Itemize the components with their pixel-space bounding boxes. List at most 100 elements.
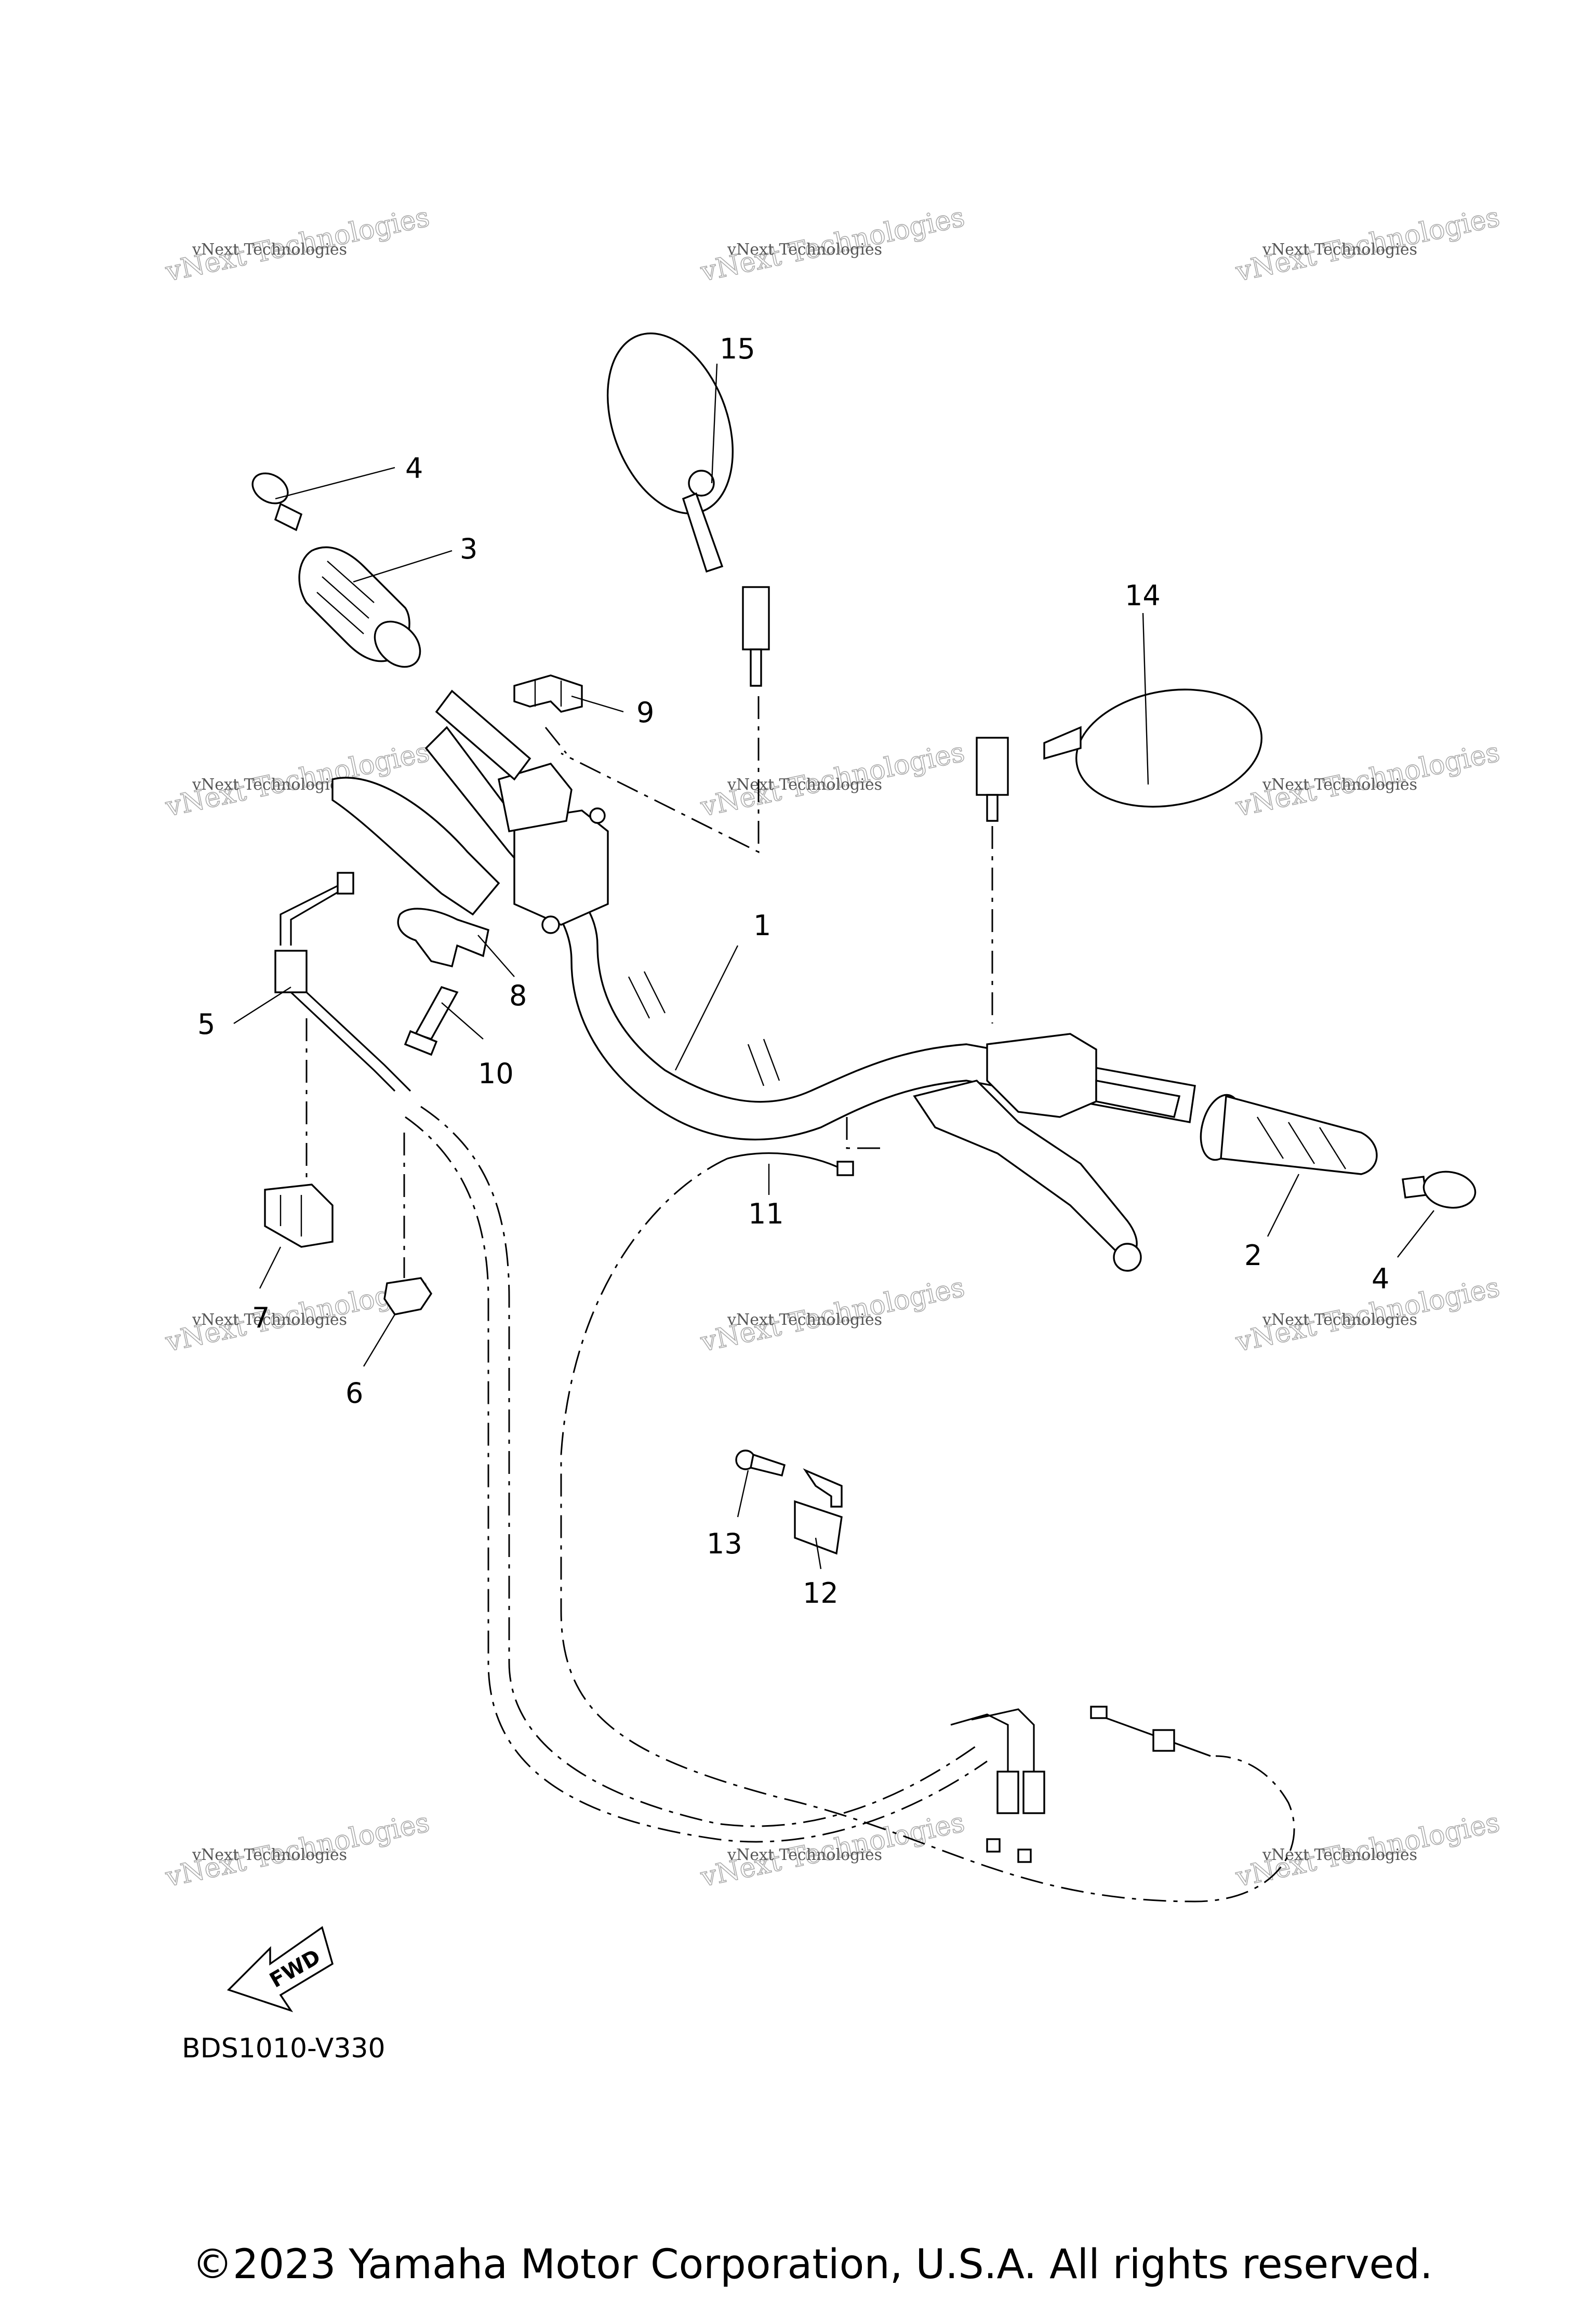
throttle-tube-body <box>435 689 531 781</box>
watermark-text: vNext Technologies <box>727 1846 882 1864</box>
callouts: 15 14 4 3 9 1 8 10 5 11 2 4 7 6 13 12 <box>197 333 1389 1610</box>
cable-lower <box>950 1713 1009 1772</box>
cable-end-line <box>727 1152 842 1170</box>
switch-screw <box>589 807 606 824</box>
leader-14 <box>1142 613 1149 785</box>
leader-3 <box>353 550 453 583</box>
cable-end-fitting <box>836 1161 854 1176</box>
watermark: vNext Technologies vNext Technologies <box>697 1271 967 1359</box>
callout-11: 11 <box>748 1198 784 1230</box>
bar-end-stem <box>1402 1176 1427 1199</box>
mirror-mount <box>742 586 770 650</box>
watermark-text: vNext Technologies <box>727 241 882 259</box>
holder-7 <box>264 1183 334 1248</box>
cable-fitting <box>337 872 354 895</box>
leader-1 <box>674 945 739 1071</box>
lower-cable-fittings <box>950 1706 1211 1863</box>
holder-body <box>264 1183 334 1248</box>
callout-14: 14 <box>1125 579 1161 612</box>
throttle-cable-2-route <box>420 1106 977 1827</box>
watermark: vNext Technologies vNext Technologies <box>697 1806 967 1894</box>
bar-end-cap <box>251 472 289 504</box>
callout-2: 2 <box>1244 1239 1262 1272</box>
cable-upper <box>290 882 354 946</box>
bolt-head <box>404 1030 438 1056</box>
bracket-12 <box>794 1468 843 1555</box>
holder-9 <box>513 674 583 713</box>
mirror-thread <box>986 794 999 822</box>
holder-clamp <box>513 674 583 713</box>
leader-4a <box>275 467 395 500</box>
leader-15 <box>711 363 718 484</box>
clamp-8 <box>397 908 489 968</box>
callout-4-right: 4 <box>1372 1262 1389 1295</box>
clutch-cable-route <box>560 1158 1295 1903</box>
bracket-hook <box>803 1468 843 1508</box>
bolt-shank <box>414 986 459 1041</box>
grip-pattern <box>316 561 375 634</box>
bolt-10 <box>404 986 459 1056</box>
watermark-text: vNext Technologies <box>192 776 347 794</box>
right-bar-end-4 <box>1402 1171 1477 1209</box>
mirror-thread <box>750 648 762 687</box>
holder-detail <box>534 681 562 707</box>
callout-12: 12 <box>803 1577 839 1610</box>
bar-end-cap <box>1422 1171 1477 1209</box>
grip-pattern <box>1256 1116 1347 1169</box>
mirror-mount <box>976 737 1009 796</box>
bolt-13 <box>735 1449 786 1477</box>
watermark-text: vNext Technologies <box>1262 776 1417 794</box>
cable-end-11 <box>727 1152 854 1176</box>
mirror-14 <box>976 688 1262 822</box>
watermark-group: vNext Technologies vNext Technologies vN… <box>162 201 1502 1894</box>
watermark-text: vNext Technologies <box>727 1311 882 1329</box>
throttle-cable-1-route <box>405 1116 988 1843</box>
left-switch-body <box>513 809 609 926</box>
cable-nipple <box>1017 1848 1032 1863</box>
watermark-text: vNext Technologies <box>1262 1311 1417 1329</box>
callout-10: 10 <box>478 1057 514 1090</box>
watermark: vNext Technologies vNext Technologies <box>1232 1271 1502 1359</box>
callout-3: 3 <box>460 533 477 565</box>
left-switch-top <box>498 763 573 832</box>
bolt-shank <box>750 1453 786 1477</box>
leader-9 <box>571 695 624 713</box>
leader-5 <box>233 986 291 1025</box>
clutch-cable-top-route <box>846 1117 883 1149</box>
watermark: vNext Technologies vNext Technologies <box>1232 201 1502 288</box>
leader-2 <box>1267 1174 1300 1237</box>
lever-tip <box>1113 1243 1142 1272</box>
bracket-body <box>794 1500 843 1555</box>
clutch-cable-adjuster <box>1152 1729 1175 1752</box>
watermark-text: vNext Technologies <box>192 241 347 259</box>
watermark-text: vNext Technologies <box>192 1846 347 1864</box>
leader-7 <box>259 1246 282 1289</box>
callout-1: 1 <box>753 909 771 942</box>
watermark-text: vNext Technologies <box>192 1311 347 1329</box>
right-switch-body <box>986 1033 1097 1118</box>
cable-adjuster <box>1022 1771 1045 1814</box>
cable-nipple <box>986 1838 1001 1853</box>
cable-adjuster <box>996 1771 1019 1814</box>
leader-13 <box>737 1470 749 1518</box>
leader-10 <box>441 1002 484 1040</box>
watermark: vNext Technologies vNext Technologies <box>162 1806 432 1894</box>
fwd-arrow-icon <box>227 1926 334 2013</box>
watermark: vNext Technologies vNext Technologies <box>162 201 432 288</box>
callout-5: 5 <box>197 1008 215 1041</box>
callout-6: 6 <box>345 1377 363 1409</box>
clamp-body <box>397 908 489 968</box>
fwd-arrow: FWD <box>227 1926 334 2013</box>
holder-slots <box>280 1195 302 1236</box>
leader-lines <box>233 363 1434 1570</box>
watermark-text: vNext Technologies <box>1262 241 1417 259</box>
leader-8 <box>477 935 515 977</box>
mirror-stem <box>1043 726 1082 760</box>
mirror-15 <box>606 333 770 687</box>
callout-4-left: 4 <box>405 452 423 485</box>
mirror-stem <box>682 492 724 573</box>
leader-4b <box>1397 1210 1434 1258</box>
bar-end-stem <box>274 502 303 531</box>
